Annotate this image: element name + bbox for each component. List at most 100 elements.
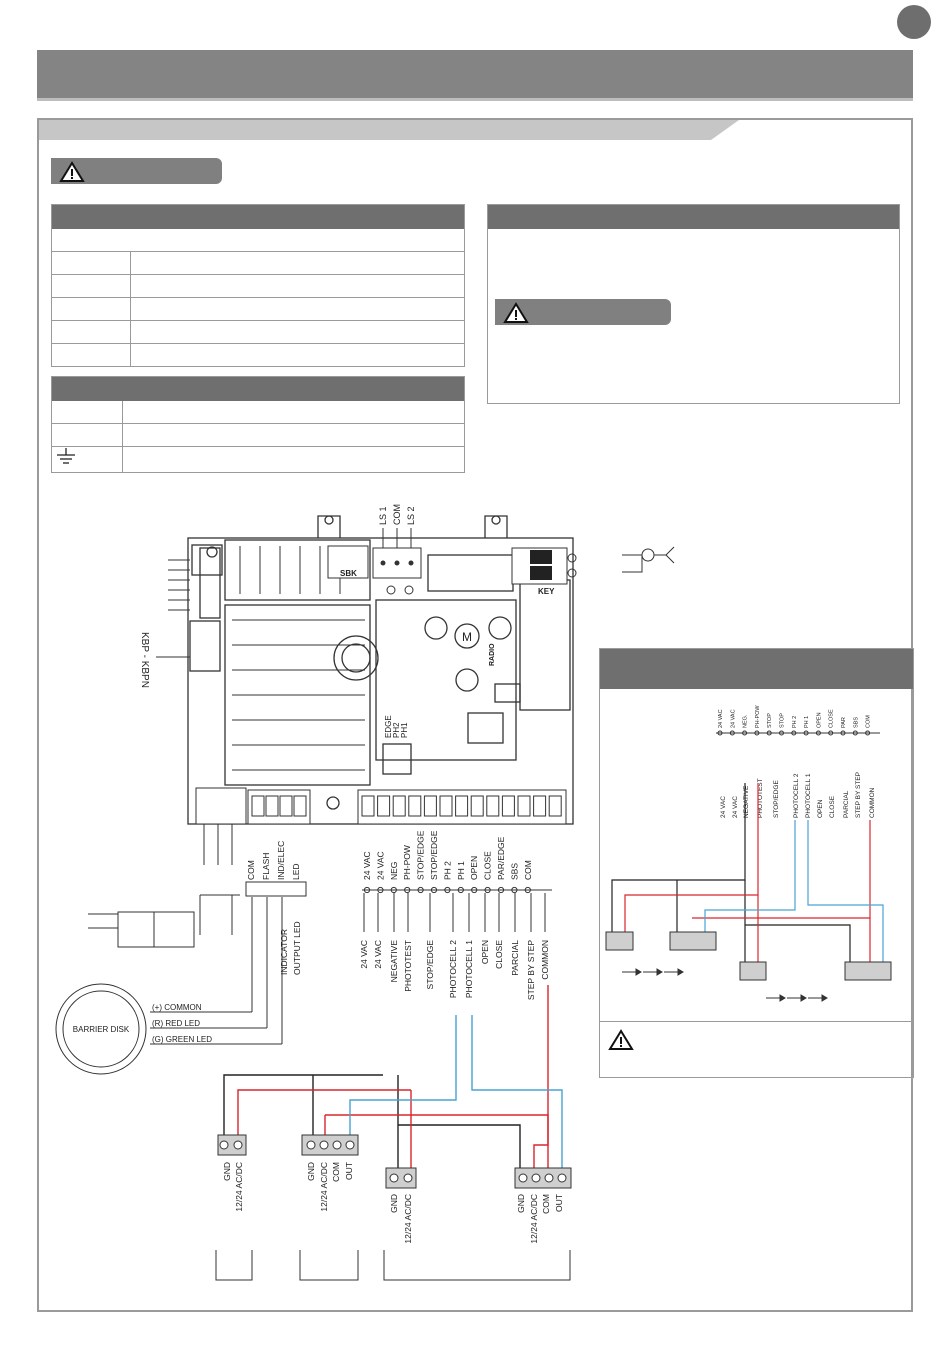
input-terminal-label: OPEN — [469, 856, 479, 880]
detail-terminal-description: STOP/EDGE — [773, 780, 780, 818]
input-terminal-description: NEGATIVE — [389, 940, 399, 983]
table-cell — [130, 320, 465, 344]
tx-right-gnd: GND — [389, 1194, 399, 1213]
green-led-wire-label: (G) GREEN LED — [152, 1035, 212, 1044]
terminal-slot — [279, 795, 293, 817]
red-led-wire-label: (R) RED LED — [152, 1019, 200, 1028]
terminal-slot — [361, 795, 375, 817]
input-terminal-label: PAR/EDGE — [496, 836, 506, 880]
table-cell — [51, 251, 131, 275]
terminal-slot — [251, 795, 265, 817]
detail-terminal-label: STOP — [767, 713, 773, 728]
ls2-label: LS 2 — [406, 506, 416, 525]
photocell-terminal — [233, 1140, 243, 1150]
detail-terminal-label: SBS — [853, 717, 859, 728]
table-row — [51, 229, 465, 252]
table-cell — [122, 446, 465, 473]
photocell-boxes — [217, 1134, 572, 1189]
input-terminal-description: CLOSE — [494, 940, 504, 969]
section-tab — [39, 120, 739, 140]
terminal-slot — [470, 795, 484, 817]
spec-table — [51, 204, 465, 367]
photocell-terminal — [332, 1140, 342, 1150]
detail-terminal-description: PHOTOCELL 2 — [793, 773, 800, 818]
input-terminal-description: 24 VAC — [359, 940, 369, 969]
input-terminal-label: CLOSE — [483, 851, 493, 880]
rx-right-out: OUT — [554, 1194, 564, 1212]
rx-left-power: 12/24 AC/DC — [319, 1162, 329, 1212]
info-box-header — [488, 205, 899, 229]
rx-left-out: OUT — [344, 1162, 354, 1180]
terminal-slot — [408, 795, 422, 817]
terminal-slot — [377, 795, 391, 817]
detail-terminal-label: PAR — [841, 717, 847, 728]
detail-terminal-description: CLOSE — [829, 795, 836, 818]
tx-right-power: 12/24 AC/DC — [403, 1194, 413, 1244]
table-cell — [130, 274, 465, 298]
input-terminal-description: OPEN — [480, 940, 490, 964]
limit-switch-connector: LS 1 COM LS 2 SBK — [327, 504, 422, 595]
ground-icon — [57, 448, 75, 464]
warning-tag — [51, 158, 222, 184]
detail-terminal-description: NEGATIVE — [743, 785, 750, 818]
tx-left-gnd: GND — [222, 1162, 232, 1181]
terminal-slot — [265, 795, 279, 817]
input-terminal-label: PH 1 — [456, 861, 466, 880]
detail-terminal-label: STOP — [780, 713, 786, 728]
detail-terminal-description: 24 VAC — [720, 796, 727, 818]
dip-ph1-label: PH1 — [400, 722, 409, 738]
photocell-terminal — [531, 1173, 541, 1183]
terminal-slot — [392, 795, 406, 817]
detail-terminal-description: 24 VAC — [732, 796, 739, 818]
divider — [600, 1021, 913, 1022]
rx-right-gnd: GND — [516, 1194, 526, 1213]
detail-terminal-label: 24 VAC — [730, 709, 736, 728]
power-table — [51, 376, 465, 473]
detail-terminal-label: PH 1 — [804, 716, 810, 728]
table-cell — [51, 401, 123, 424]
input-terminal-label: STOP/EDGE — [429, 830, 439, 880]
input-terminal-description: 24 VAC — [373, 940, 383, 969]
terminal-slot — [455, 795, 469, 817]
detail-terminal-label: CLOSE — [829, 709, 835, 728]
detail-terminal-label: PH-POW — [755, 705, 761, 728]
terminal-slot — [486, 795, 500, 817]
detail-terminal-description: PHOTOCELL 1 — [805, 773, 812, 818]
photocell-terminal — [345, 1140, 355, 1150]
heatsink — [232, 546, 365, 771]
rx-left-gnd: GND — [306, 1162, 316, 1181]
input-terminal-description: PARCIAL — [510, 940, 520, 976]
control-board — [187, 515, 574, 825]
input-terminal-label: PH-POW — [402, 845, 412, 880]
sbk-label: SBK — [340, 569, 357, 578]
input-terminal-label: PH 2 — [442, 861, 452, 880]
com-label: COM — [392, 504, 402, 525]
detail-arrows — [622, 968, 828, 1002]
out-flash-label: FLASH — [261, 853, 271, 880]
rx-right-power: 12/24 AC/DC — [529, 1194, 539, 1244]
detail-terminal-label: NEG. — [743, 714, 749, 728]
terminal-slot — [439, 795, 453, 817]
terminal-slot — [423, 795, 437, 817]
warning-tag — [495, 299, 671, 325]
dip-edge-label: EDGE — [384, 715, 393, 738]
page-number-badge — [897, 5, 931, 39]
detail-photocells — [605, 931, 892, 981]
table-cell — [130, 343, 465, 367]
input-terminal-label: COM — [523, 860, 533, 880]
input-terminal-label: SBS — [509, 863, 519, 880]
table-cell — [51, 446, 123, 473]
detail-terminal-label: 24 VAC — [718, 709, 724, 728]
output-wiring — [55, 824, 307, 1075]
photocell-terminal — [389, 1173, 399, 1183]
kbp-connector — [156, 559, 190, 658]
alt-wiring-header — [600, 649, 913, 689]
spec-table-header — [51, 204, 465, 229]
photocell-brackets — [215, 1250, 571, 1281]
table-cell — [122, 423, 465, 447]
detail-wiring — [611, 783, 884, 965]
radio-label: RADIO — [489, 643, 496, 666]
key-label: KEY — [538, 587, 555, 596]
